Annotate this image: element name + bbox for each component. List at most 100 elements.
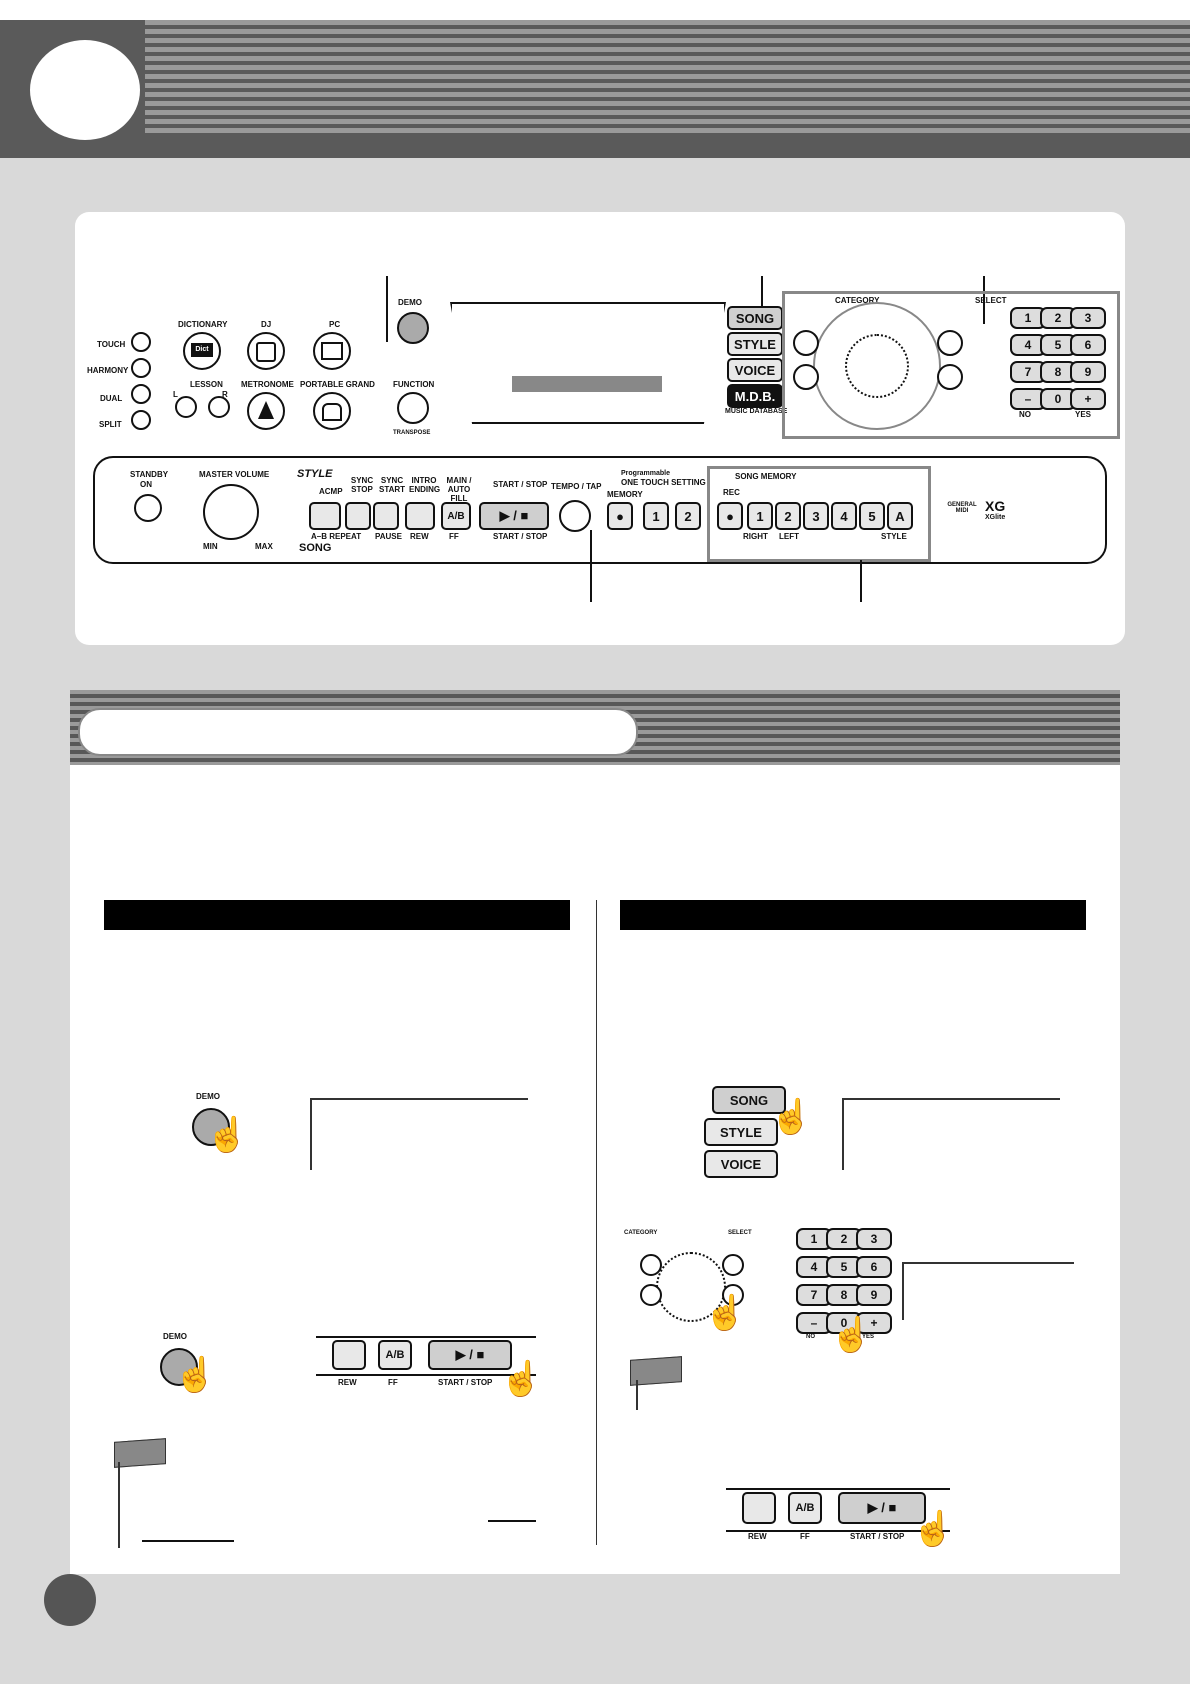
start-stop-button-left[interactable]: ▶ / ■ <box>428 1340 512 1370</box>
demo-button[interactable] <box>397 312 429 344</box>
right-label: RIGHT <box>743 532 768 541</box>
song-memory-2-button[interactable]: 2 <box>775 502 801 530</box>
rew-label: REW <box>410 532 429 541</box>
dj-button[interactable] <box>247 332 285 370</box>
rew-button-right[interactable] <box>742 1492 776 1524</box>
num-key-0[interactable]: 0 <box>1040 388 1076 410</box>
master-volume-knob[interactable] <box>203 484 259 540</box>
num-key-6[interactable]: 6 <box>1070 334 1106 356</box>
yes-label: YES <box>1075 410 1092 419</box>
ots-memory-button[interactable]: ● <box>607 502 633 530</box>
sync-start-button[interactable] <box>373 502 399 530</box>
pointing-hand-icon: ☝ <box>206 1116 249 1154</box>
metronome-button[interactable] <box>247 392 285 430</box>
start-stop-bottom-label: START / STOP <box>493 532 548 541</box>
category-down-button-right[interactable] <box>640 1284 662 1306</box>
style-section-title: STYLE <box>297 468 333 480</box>
rew-button-left[interactable] <box>332 1340 366 1370</box>
acmp-button[interactable] <box>309 502 341 530</box>
select-up-button-right[interactable] <box>722 1254 744 1276</box>
callout-line-numpad <box>983 276 985 324</box>
yes-label-right: YES <box>862 1334 875 1340</box>
standby-on-switch[interactable] <box>134 494 162 522</box>
num-key-6-right[interactable]: 6 <box>856 1256 892 1278</box>
song-memory-4-button[interactable]: 4 <box>831 502 857 530</box>
lesson-right-button[interactable] <box>208 396 230 418</box>
category-up-button-right[interactable] <box>640 1254 662 1276</box>
num-key-3[interactable]: 3 <box>1070 307 1106 329</box>
tempo-tap-button[interactable] <box>559 500 591 532</box>
start-stop-button-right[interactable]: ▶ / ■ <box>838 1492 926 1524</box>
note-bar-right <box>636 1380 638 1410</box>
voice-button-right[interactable]: VOICE <box>704 1150 778 1178</box>
select-up-button[interactable] <box>937 330 963 356</box>
callout-line-demo <box>386 276 388 342</box>
lcd-callout-step-song <box>842 1098 1060 1170</box>
demo-step1-button[interactable] <box>192 1108 230 1146</box>
function-button[interactable] <box>397 392 429 424</box>
disc-icon <box>256 342 276 362</box>
demo-step1-label: DEMO <box>196 1092 220 1101</box>
demo-step2-button[interactable] <box>160 1348 198 1386</box>
no-label-right: NO <box>806 1334 815 1340</box>
num-key-minus[interactable]: – <box>1010 388 1046 410</box>
song-memory-3-button[interactable]: 3 <box>803 502 829 530</box>
voice-mode-button[interactable]: VOICE <box>727 358 783 382</box>
style-mode-button[interactable]: STYLE <box>727 332 783 356</box>
song-memory-5-button[interactable]: 5 <box>859 502 885 530</box>
lesson-left-button[interactable] <box>175 396 197 418</box>
mdb-button[interactable]: M.D.B. <box>727 384 783 408</box>
num-key-2[interactable]: 2 <box>1040 307 1076 329</box>
sync-stop-label: SYNC STOP <box>350 476 374 494</box>
dictionary-button[interactable]: Dict <box>183 332 221 370</box>
start-stop-button[interactable]: ▶ / ■ <box>479 502 549 530</box>
num-key-plus-right[interactable]: + <box>856 1312 892 1334</box>
master-volume-label: MASTER VOLUME <box>199 470 270 479</box>
num-key-9[interactable]: 9 <box>1070 361 1106 383</box>
lcd-display <box>450 302 726 424</box>
left-column-heading <box>104 900 570 930</box>
num-key-9-right[interactable]: 9 <box>856 1284 892 1306</box>
ff-label-right: FF <box>800 1532 810 1541</box>
category-label-right: CATEGORY <box>624 1230 658 1236</box>
underline-2 <box>488 1520 536 1522</box>
category-up-button[interactable] <box>793 330 819 356</box>
num-key-1[interactable]: 1 <box>1010 307 1046 329</box>
num-key-plus[interactable]: + <box>1070 388 1106 410</box>
portable-grand-button[interactable] <box>313 392 351 430</box>
song-mode-button[interactable]: SONG <box>727 306 783 330</box>
select-down-button[interactable] <box>937 364 963 390</box>
pc-button[interactable] <box>313 332 351 370</box>
touch-button[interactable] <box>131 332 151 352</box>
category-down-button[interactable] <box>793 364 819 390</box>
num-key-3-right[interactable]: 3 <box>856 1228 892 1250</box>
intro-ending-button[interactable] <box>405 502 435 530</box>
num-key-8[interactable]: 8 <box>1040 361 1076 383</box>
harmony-label: HARMONY <box>87 366 129 375</box>
demo-label: DEMO <box>398 298 422 307</box>
style-button-right[interactable]: STYLE <box>704 1118 778 1146</box>
section-title-pill <box>78 708 638 756</box>
pause-label: PAUSE <box>375 532 402 541</box>
song-memory-a-button[interactable]: A <box>887 502 913 530</box>
dual-button[interactable] <box>131 384 151 404</box>
song-memory-rec-button[interactable]: ● <box>717 502 743 530</box>
ab-button-left[interactable]: A/B <box>378 1340 412 1370</box>
split-button[interactable] <box>131 410 151 430</box>
ab-button[interactable]: A/B <box>441 502 471 530</box>
function-label: FUNCTION <box>393 380 435 389</box>
ots-2-button[interactable]: 2 <box>675 502 701 530</box>
harmony-button[interactable] <box>131 358 151 378</box>
song-button-right[interactable]: SONG <box>712 1086 786 1114</box>
style-small-label: STYLE <box>881 532 907 541</box>
callout-line-song <box>761 276 763 318</box>
ab-button-right[interactable]: A/B <box>788 1492 822 1524</box>
ots-1-button[interactable]: 1 <box>643 502 669 530</box>
data-dial[interactable] <box>845 334 909 398</box>
sync-stop-button[interactable] <box>345 502 371 530</box>
lcd-keyboard <box>512 376 662 392</box>
note-icon-left <box>114 1438 166 1468</box>
select-down-button-right[interactable] <box>722 1284 744 1306</box>
rew-label-right: REW <box>748 1532 767 1541</box>
song-memory-1-button[interactable]: 1 <box>747 502 773 530</box>
